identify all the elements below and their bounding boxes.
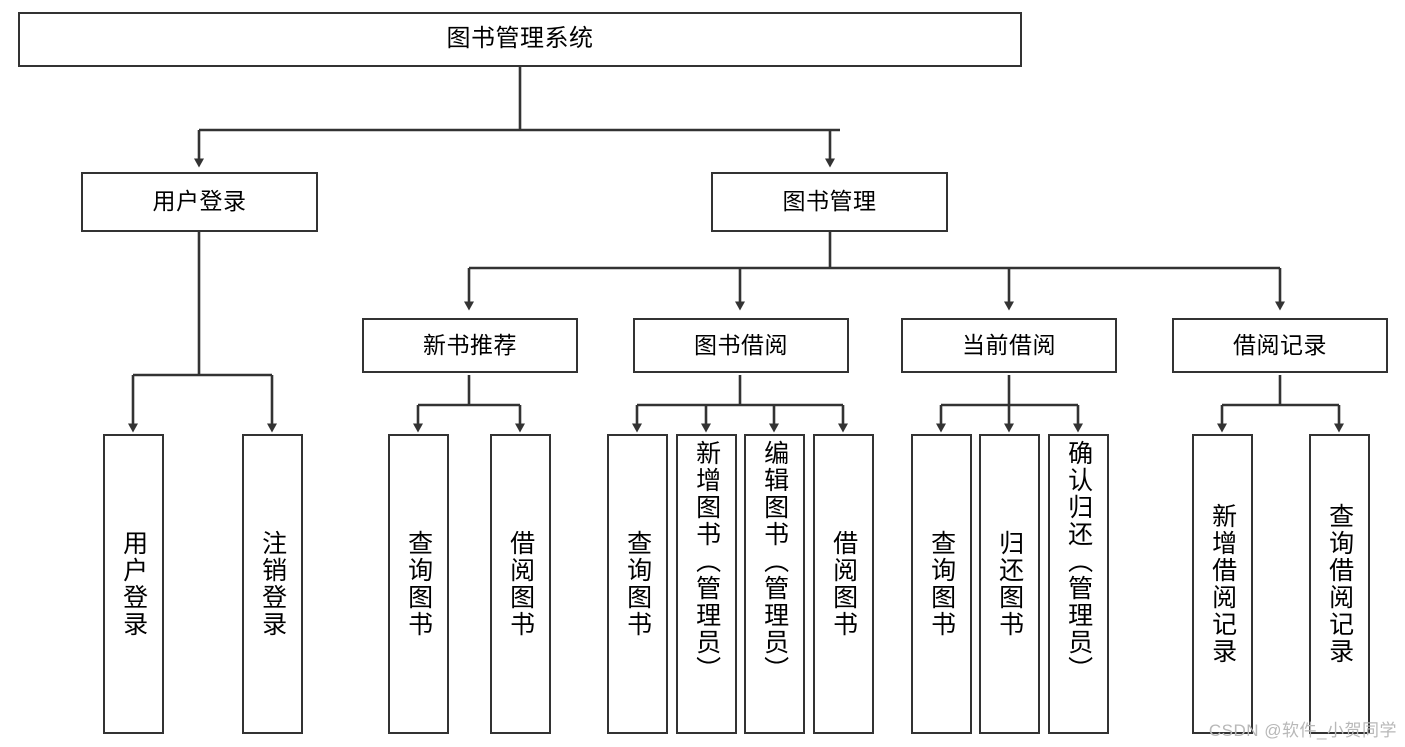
node-leaf-return-book[interactable]: 归还图书 [979,434,1040,734]
node-label: 查询图书 [623,530,652,638]
watermark: CSDN @软件_小贺同学 [1208,721,1397,740]
node-label: 新增借阅记录 [1208,503,1237,665]
node-new-book-recommend[interactable]: 新书推荐 [362,318,578,373]
node-leaf-user-login[interactable]: 用户登录 [103,434,164,734]
node-leaf-confirm-return-admin[interactable]: 确认归还（管理员） [1048,434,1109,734]
node-label: 新增图书（管理员） [692,440,721,683]
node-label: 用户登录 [152,188,247,215]
node-book-borrow[interactable]: 图书借阅 [633,318,849,373]
node-leaf-borrow-book-recommend[interactable]: 借阅图书 [490,434,551,734]
node-label: 确认归还（管理员） [1064,440,1093,683]
node-label: 图书管理系统 [446,25,594,53]
node-label: 归还图书 [995,530,1024,638]
node-user-login[interactable]: 用户登录 [81,172,318,232]
node-book-management[interactable]: 图书管理 [711,172,948,232]
node-borrow-record[interactable]: 借阅记录 [1172,318,1388,373]
node-leaf-borrow-book[interactable]: 借阅图书 [813,434,874,734]
node-label: 新书推荐 [423,331,517,358]
node-label: 当前借阅 [962,331,1056,358]
node-label: 用户登录 [119,530,148,638]
node-label: 图书管理 [782,188,877,215]
node-leaf-add-borrow-record[interactable]: 新增借阅记录 [1192,434,1253,734]
node-label: 编辑图书（管理员） [760,440,789,683]
node-label: 借阅图书 [506,530,535,638]
node-leaf-edit-book-admin[interactable]: 编辑图书（管理员） [744,434,805,734]
node-leaf-query-book-current[interactable]: 查询图书 [911,434,972,734]
node-label: 查询图书 [927,530,956,638]
node-label: 借阅记录 [1233,331,1327,358]
node-leaf-query-book-borrow[interactable]: 查询图书 [607,434,668,734]
node-label: 图书借阅 [694,331,788,358]
node-leaf-logout[interactable]: 注销登录 [242,434,303,734]
node-label: 注销登录 [258,530,287,638]
node-leaf-query-borrow-record[interactable]: 查询借阅记录 [1309,434,1370,734]
node-root-system[interactable]: 图书管理系统 [18,12,1022,67]
node-leaf-query-book-recommend[interactable]: 查询图书 [388,434,449,734]
node-current-borrow[interactable]: 当前借阅 [901,318,1117,373]
node-leaf-add-book-admin[interactable]: 新增图书（管理员） [676,434,737,734]
node-label: 查询图书 [404,530,433,638]
node-label: 借阅图书 [829,530,858,638]
node-label: 查询借阅记录 [1325,503,1354,665]
